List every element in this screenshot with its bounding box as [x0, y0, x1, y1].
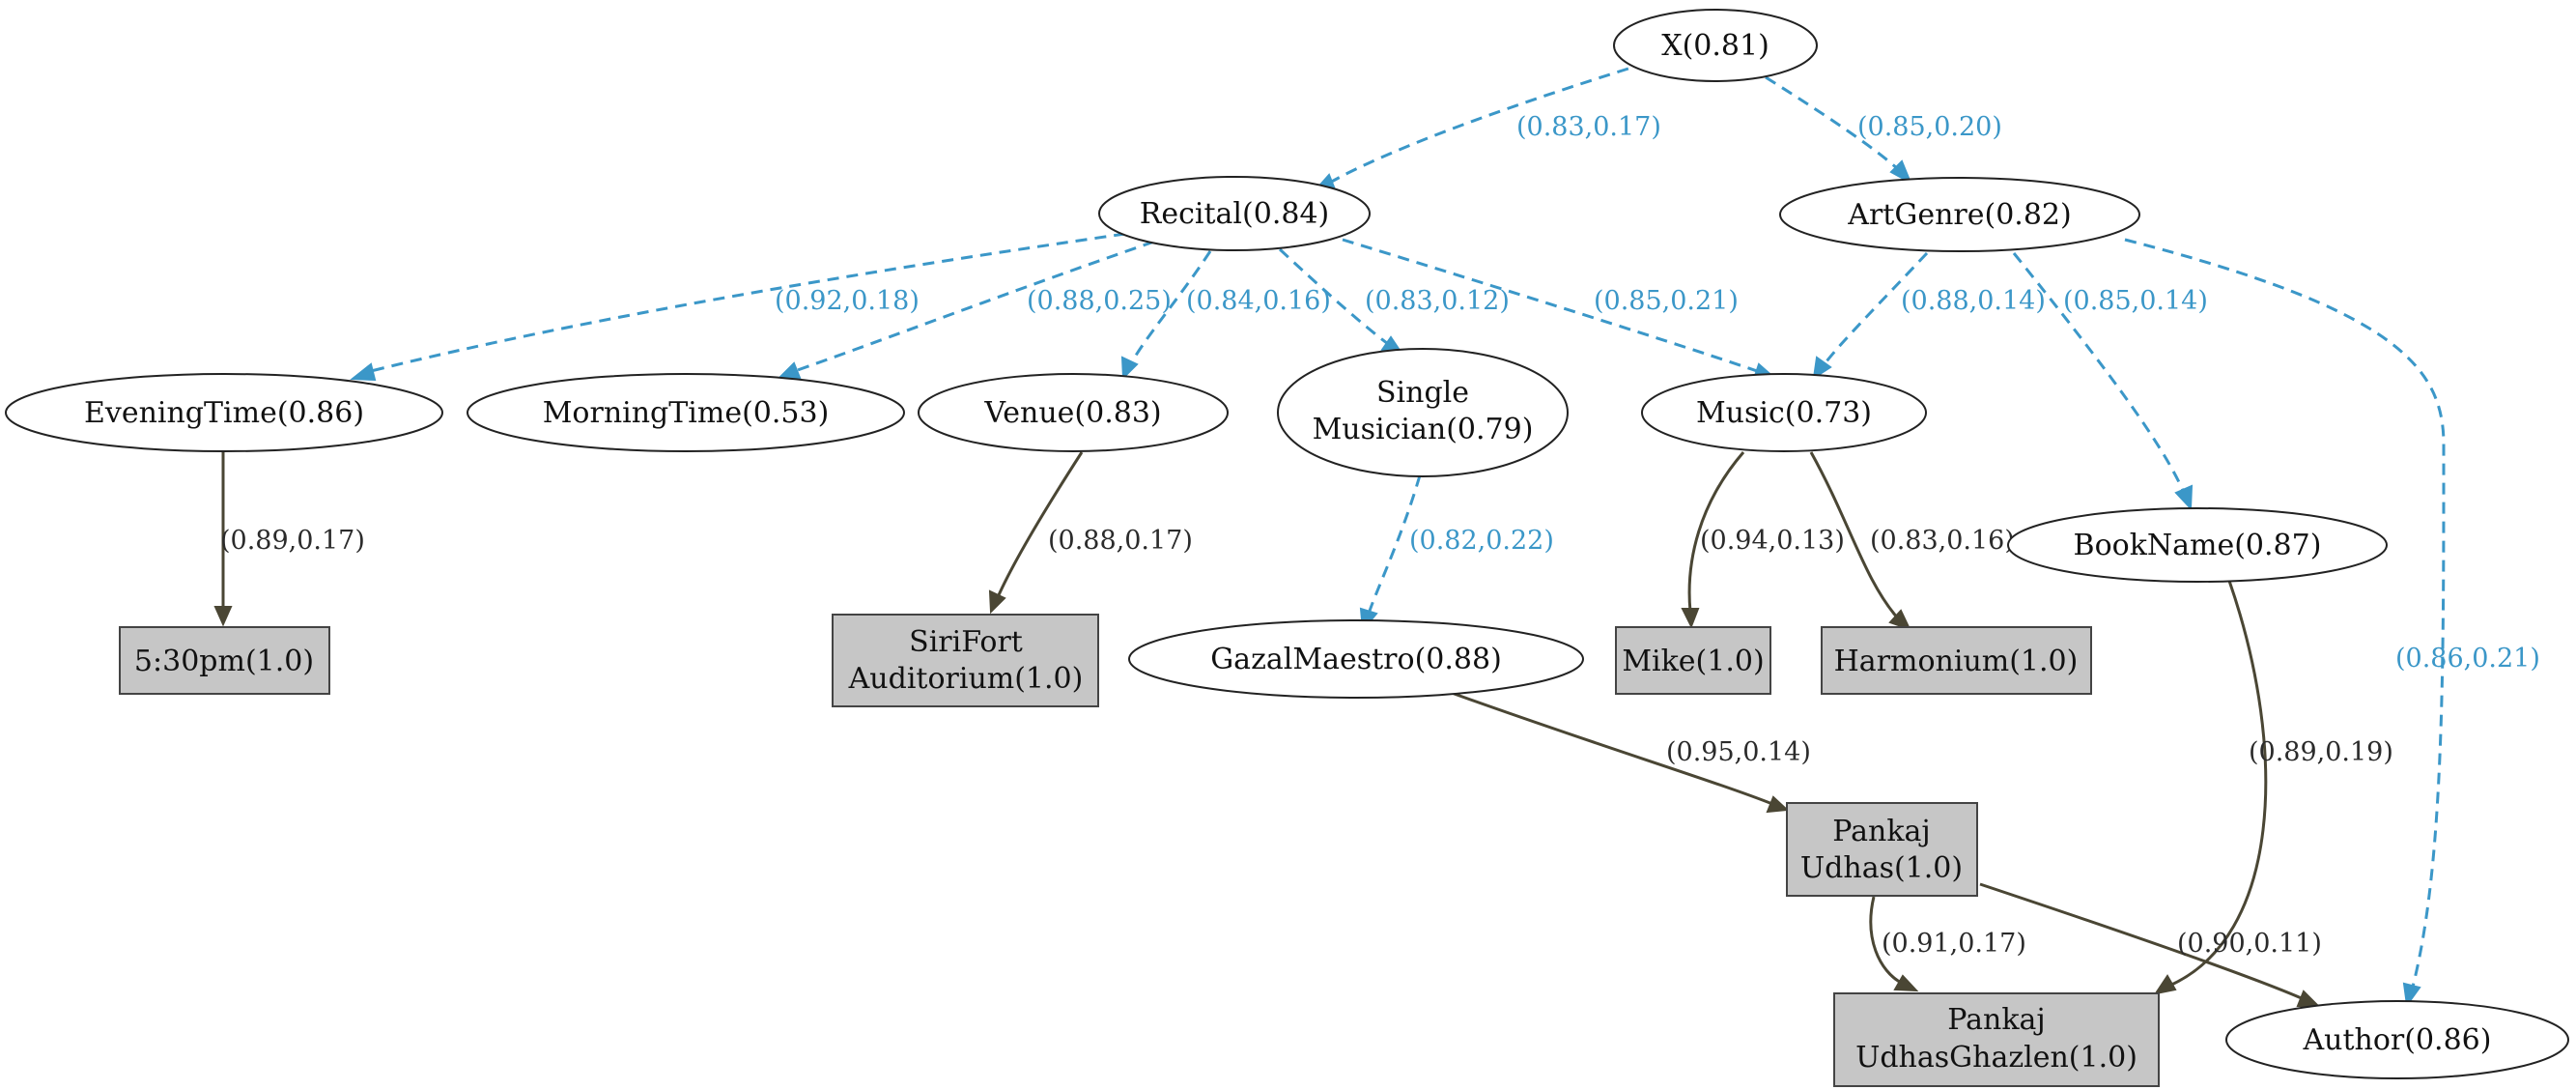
node-single-musician: Single Musician(0.79) [1277, 348, 1569, 477]
edge-pankaj-ghazlen [1869, 896, 1904, 986]
edge-label-recital-evening: (0.92,0.18) [775, 286, 920, 316]
node-gazalmaestro-label: GazalMaestro(0.88) [1210, 643, 1502, 676]
edge-artgenre-music [1822, 251, 1929, 366]
node-pankaj-udhas-line1: Pankaj [1832, 815, 1930, 848]
edge-x-artgenre [1765, 75, 1903, 174]
edge-label-venue-sirifort: (0.88,0.17) [1048, 526, 1193, 556]
node-mike: Mike(1.0) [1615, 626, 1771, 695]
node-author-label: Author(0.86) [2303, 1023, 2492, 1057]
edge-label-recital-morning: (0.88,0.25) [1027, 286, 1172, 316]
edge-label-music-mike: (0.94,0.13) [1700, 526, 1845, 556]
edge-label-pankaj-ghazlen: (0.91,0.17) [1882, 929, 2026, 959]
edge-evening-t530-arrowhead [213, 606, 233, 627]
edge-pankaj-author [1979, 882, 2305, 1001]
edge-bookname-ghazlen [2168, 580, 2268, 988]
edge-music-mike-arrowhead [1681, 608, 1700, 629]
node-harmonium-label: Harmonium(1.0) [1834, 645, 2079, 678]
node-mike-label: Mike(1.0) [1622, 645, 1764, 678]
edge-single-gazal [1366, 474, 1422, 617]
edge-label-recital-music: (0.85,0.21) [1594, 286, 1739, 316]
node-music-label: Music(0.73) [1696, 396, 1872, 430]
node-recital-label: Recital(0.84) [1140, 197, 1329, 231]
edge-recital-evening [366, 232, 1126, 374]
edge-label-gazal-pankaj: (0.95,0.14) [1666, 737, 1811, 767]
nodes: X(0.81) Recital(0.84) ArtGenre(0.82) Eve… [5, 9, 2569, 1087]
edge-artgenre-bookname [2012, 252, 2187, 496]
node-5-30pm-label: 5:30pm(1.0) [134, 645, 314, 678]
edge-label-artgenre-music: (0.88,0.14) [1901, 286, 2046, 316]
edge-music-mike [1687, 451, 1745, 613]
edge-recital-morning [791, 240, 1155, 374]
node-pankaj-udhasghazlen: Pankaj UdhasGhazlen(1.0) [1833, 992, 2160, 1087]
node-sirifort-auditorium: SiriFort Auditorium(1.0) [832, 614, 1099, 707]
edge-artgenre-author-arrowhead [2402, 982, 2421, 1008]
edge-artgenre-author [2124, 238, 2446, 991]
edge-gazal-pankaj-arrowhead [1766, 795, 1790, 814]
edge-recital-single [1278, 247, 1392, 348]
edge-recital-music [1342, 238, 1764, 375]
node-5-30pm: 5:30pm(1.0) [119, 626, 330, 695]
edge-label-artgenre-author: (0.86,0.21) [2395, 644, 2540, 674]
node-x-label: X(0.81) [1661, 29, 1769, 63]
edge-music-harmonium [1809, 451, 1900, 619]
edge-artgenre-bookname-arrowhead [2174, 484, 2194, 511]
edge-music-harmonium-arrowhead [1888, 609, 1911, 631]
node-artgenre-label: ArtGenre(0.82) [1847, 198, 2071, 232]
edge-label-single-gazal: (0.82,0.22) [1409, 526, 1554, 556]
node-pankaj-udhas: Pankaj Udhas(1.0) [1786, 802, 1978, 897]
node-author: Author(0.86) [2225, 1000, 2569, 1079]
node-gazalmaestro: GazalMaestro(0.88) [1128, 619, 1584, 699]
edge-label-evening-t530: (0.89,0.17) [220, 526, 365, 556]
edge-venue-sirifort [996, 451, 1084, 598]
edge-label-recital-single: (0.83,0.12) [1365, 286, 1510, 316]
node-single-musician-line2: Musician(0.79) [1313, 413, 1534, 446]
node-bookname: BookName(0.87) [2007, 507, 2388, 583]
edge-label-recital-venue: (0.84,0.16) [1186, 286, 1331, 316]
edge-recital-venue [1128, 250, 1212, 366]
edge-venue-sirifort-arrowhead [988, 589, 1006, 615]
node-sirifort-line1: SiriFort [909, 625, 1023, 659]
edge-x-recital [1327, 61, 1648, 186]
node-venue: Venue(0.83) [918, 373, 1229, 452]
edge-pankaj-author-arrowhead [2296, 990, 2321, 1007]
node-x: X(0.81) [1613, 9, 1818, 82]
edge-bookname-ghazlen-arrowhead [2153, 974, 2177, 995]
edge-label-x-recital: (0.83,0.17) [1516, 112, 1661, 142]
node-pankaj-udhasghazlen-line1: Pankaj [1947, 1003, 2045, 1037]
edge-x-artgenre-arrowhead [1889, 159, 1912, 186]
node-artgenre: ArtGenre(0.82) [1779, 177, 2140, 252]
edge-recital-morning-arrowhead [776, 361, 802, 381]
edge-pankaj-ghazlen-arrowhead [1893, 974, 1919, 992]
edge-label-artgenre-bookname: (0.85,0.14) [2063, 286, 2208, 316]
node-music: Music(0.73) [1641, 373, 1927, 452]
edge-recital-evening-arrowhead [350, 362, 377, 382]
edge-gazal-pankaj [1448, 690, 1773, 806]
edge-label-music-harmonium: (0.83,0.16) [1870, 526, 2015, 556]
node-morningtime-label: MorningTime(0.53) [543, 396, 830, 430]
node-single-musician-line1: Single [1376, 376, 1469, 410]
edge-label-x-artgenre: (0.85,0.20) [1857, 112, 2002, 142]
edges: (0.83,0.17) (0.85,0.20) (0.92,0.18) (0.8… [213, 61, 2540, 1008]
edge-recital-venue-arrowhead [1120, 356, 1139, 381]
node-pankaj-udhasghazlen-line2: UdhasGhazlen(1.0) [1855, 1041, 2137, 1075]
node-bookname-label: BookName(0.87) [2074, 529, 2322, 562]
node-venue-label: Venue(0.83) [983, 396, 1161, 430]
node-sirifort-line2: Auditorium(1.0) [848, 662, 1084, 696]
edge-label-pankaj-author: (0.90,0.11) [2177, 929, 2322, 959]
edge-artgenre-music-arrowhead [1812, 356, 1832, 381]
node-eveningtime-label: EveningTime(0.86) [84, 396, 364, 430]
edge-label-bookname-ghazlen: (0.89,0.19) [2249, 737, 2393, 767]
node-harmonium: Harmonium(1.0) [1821, 626, 2092, 695]
node-eveningtime: EveningTime(0.86) [5, 373, 443, 452]
node-pankaj-udhas-line2: Udhas(1.0) [1800, 851, 1963, 885]
node-recital: Recital(0.84) [1098, 176, 1371, 251]
node-morningtime: MorningTime(0.53) [467, 373, 905, 452]
